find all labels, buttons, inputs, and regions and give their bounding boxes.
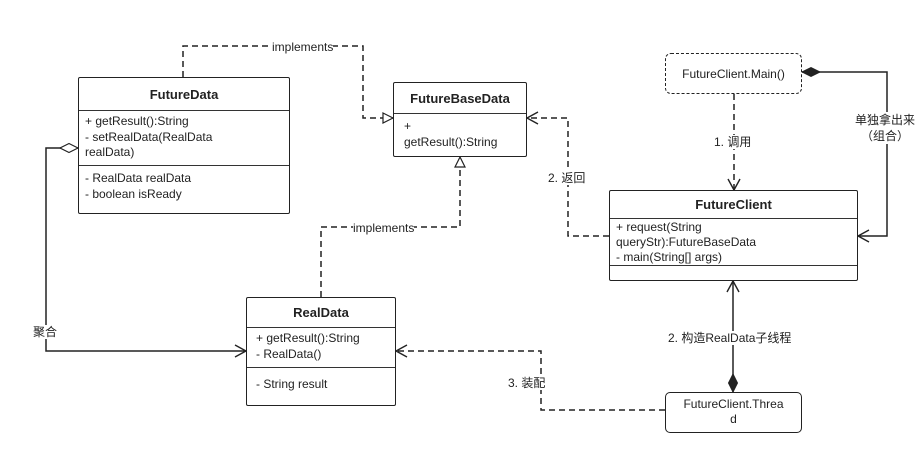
node-futureclient-thread[interactable]: FutureClient.Threa d xyxy=(665,392,802,433)
method-line: + getResult():String xyxy=(256,331,360,345)
label-separate: 单独拿出来 （组合） xyxy=(855,112,916,144)
label-call: 1. 调用 xyxy=(714,135,752,149)
class-futureclient[interactable]: FutureClient + request(String queryStr):… xyxy=(609,190,858,281)
edge-composition xyxy=(802,72,888,236)
node-label-line: FutureClient.Threa xyxy=(683,397,784,411)
methods-section: + request(String queryStr):FutureBaseDat… xyxy=(610,219,857,266)
method-line: + request(String xyxy=(616,220,702,234)
label-implements-top: implements xyxy=(272,40,334,54)
method-line: - setRealData(RealData xyxy=(85,129,213,144)
method-line: + xyxy=(404,119,412,133)
edge-realdata-implements xyxy=(320,157,460,297)
label-separate-line: （组合） xyxy=(861,129,910,143)
class-name: RealData xyxy=(247,298,395,328)
methods-section: + getResult():String - setRealData(RealD… xyxy=(79,111,289,166)
method-line: realData) xyxy=(85,145,135,159)
label-separate-line: 单独拿出来 xyxy=(855,113,916,127)
method-line: - main(String[] args) xyxy=(616,250,723,264)
label-implements-mid: implements xyxy=(353,221,415,235)
fields-section xyxy=(610,266,857,269)
methods-section: + getResult():String xyxy=(394,114,526,150)
edge-futuredata-implements xyxy=(182,45,393,118)
label-construct: 2. 构造RealData子线程 xyxy=(668,331,792,345)
methods-section: + getResult():String - RealData() xyxy=(247,328,395,368)
class-name: FutureData xyxy=(79,78,289,111)
label-return: 2. 返回 xyxy=(548,171,586,185)
class-name: FutureClient xyxy=(610,191,857,219)
edge-aggregation xyxy=(45,148,246,351)
field-line: - String result xyxy=(256,377,328,391)
method-line: getResult():String xyxy=(404,134,498,149)
method-line: + getResult():String xyxy=(85,114,189,128)
class-futurebasedata[interactable]: FutureBaseData + getResult():String xyxy=(393,82,527,157)
class-realdata[interactable]: RealData + getResult():String - RealData… xyxy=(246,297,396,406)
class-name: FutureBaseData xyxy=(394,83,526,114)
fields-section: - String result xyxy=(247,368,395,393)
label-aggregate: 聚合 xyxy=(33,325,58,339)
node-label: FutureClient.Main() xyxy=(682,66,785,81)
field-line: - boolean isReady xyxy=(85,186,182,201)
node-label-line: d xyxy=(730,412,737,426)
field-line: - RealData realData xyxy=(85,171,192,185)
method-line: queryStr):FutureBaseData xyxy=(616,235,757,249)
label-assemble: 3. 装配 xyxy=(508,376,546,390)
class-futuredata[interactable]: FutureData + getResult():String - setRea… xyxy=(78,77,290,214)
method-line: - RealData() xyxy=(256,346,322,361)
node-futureclient-main[interactable]: FutureClient.Main() xyxy=(665,53,802,94)
fields-section: - RealData realData - boolean isReady xyxy=(79,166,289,202)
